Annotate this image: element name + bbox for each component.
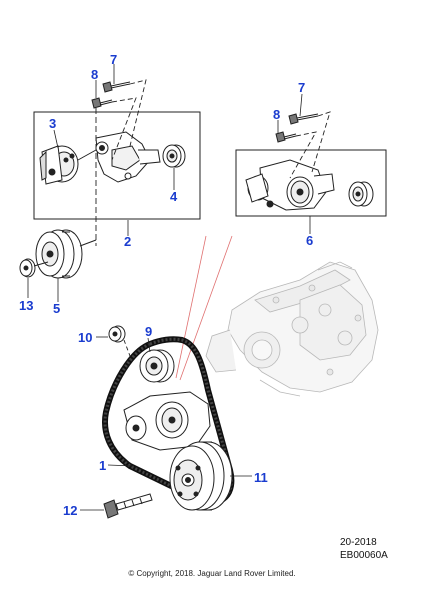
dust-cap-item-13 [19,258,49,278]
bolt-item-8-left [91,97,113,109]
reference-code: 20-2018 EB00060A [340,537,388,562]
pulley-item-5 [35,229,97,279]
idler-pulley-item-3 [39,145,97,185]
callout-12: 12 [63,503,78,518]
crankshaft-bolt-item-12 [103,493,153,519]
callout-9: 9 [145,324,153,339]
dust-cap-item-10 [108,325,126,343]
tensioner-assembly-left [95,131,161,183]
assembly-lines-right [289,111,331,179]
callout-2: 2 [124,234,132,249]
pulley-item-4 [162,144,186,168]
tensioner-assembly-right [245,159,335,211]
reference-line-2: EB00060A [340,549,388,561]
bolt-item-8-right [275,131,297,143]
copyright-notice: © Copyright, 2018. Jaguar Land Rover Lim… [128,569,296,578]
callout-5: 5 [53,301,61,316]
crankshaft-pulley-item-11 [169,441,233,511]
callout-8-left: 8 [91,67,99,82]
callout-4: 4 [170,189,178,204]
callout-11: 11 [254,470,268,485]
location-guide-lines [175,235,233,381]
bolt-item-7-left [102,81,131,93]
callout-8-right: 8 [273,107,281,122]
callout-7-right: 7 [298,80,306,95]
engine-block [205,261,379,397]
callout-7-left: 7 [110,52,118,67]
callout-10: 10 [78,330,93,345]
callout-13: 13 [19,298,34,313]
callout-1: 1 [99,458,107,473]
bolt-item-7-right [288,113,319,125]
tensioner-main [123,391,211,451]
assembly-line-item-10 [123,339,131,357]
callout-6: 6 [306,233,314,248]
callout-3: 3 [49,116,57,131]
tensioner-box-right [235,149,387,217]
pulley-right-box [348,181,374,207]
leader-lines [27,64,311,511]
tensioner-box-left [33,111,201,220]
reference-line-1: 20-2018 [340,537,377,548]
assembly-lines-left [95,79,147,246]
idler-pulley-item-9 [139,349,175,383]
